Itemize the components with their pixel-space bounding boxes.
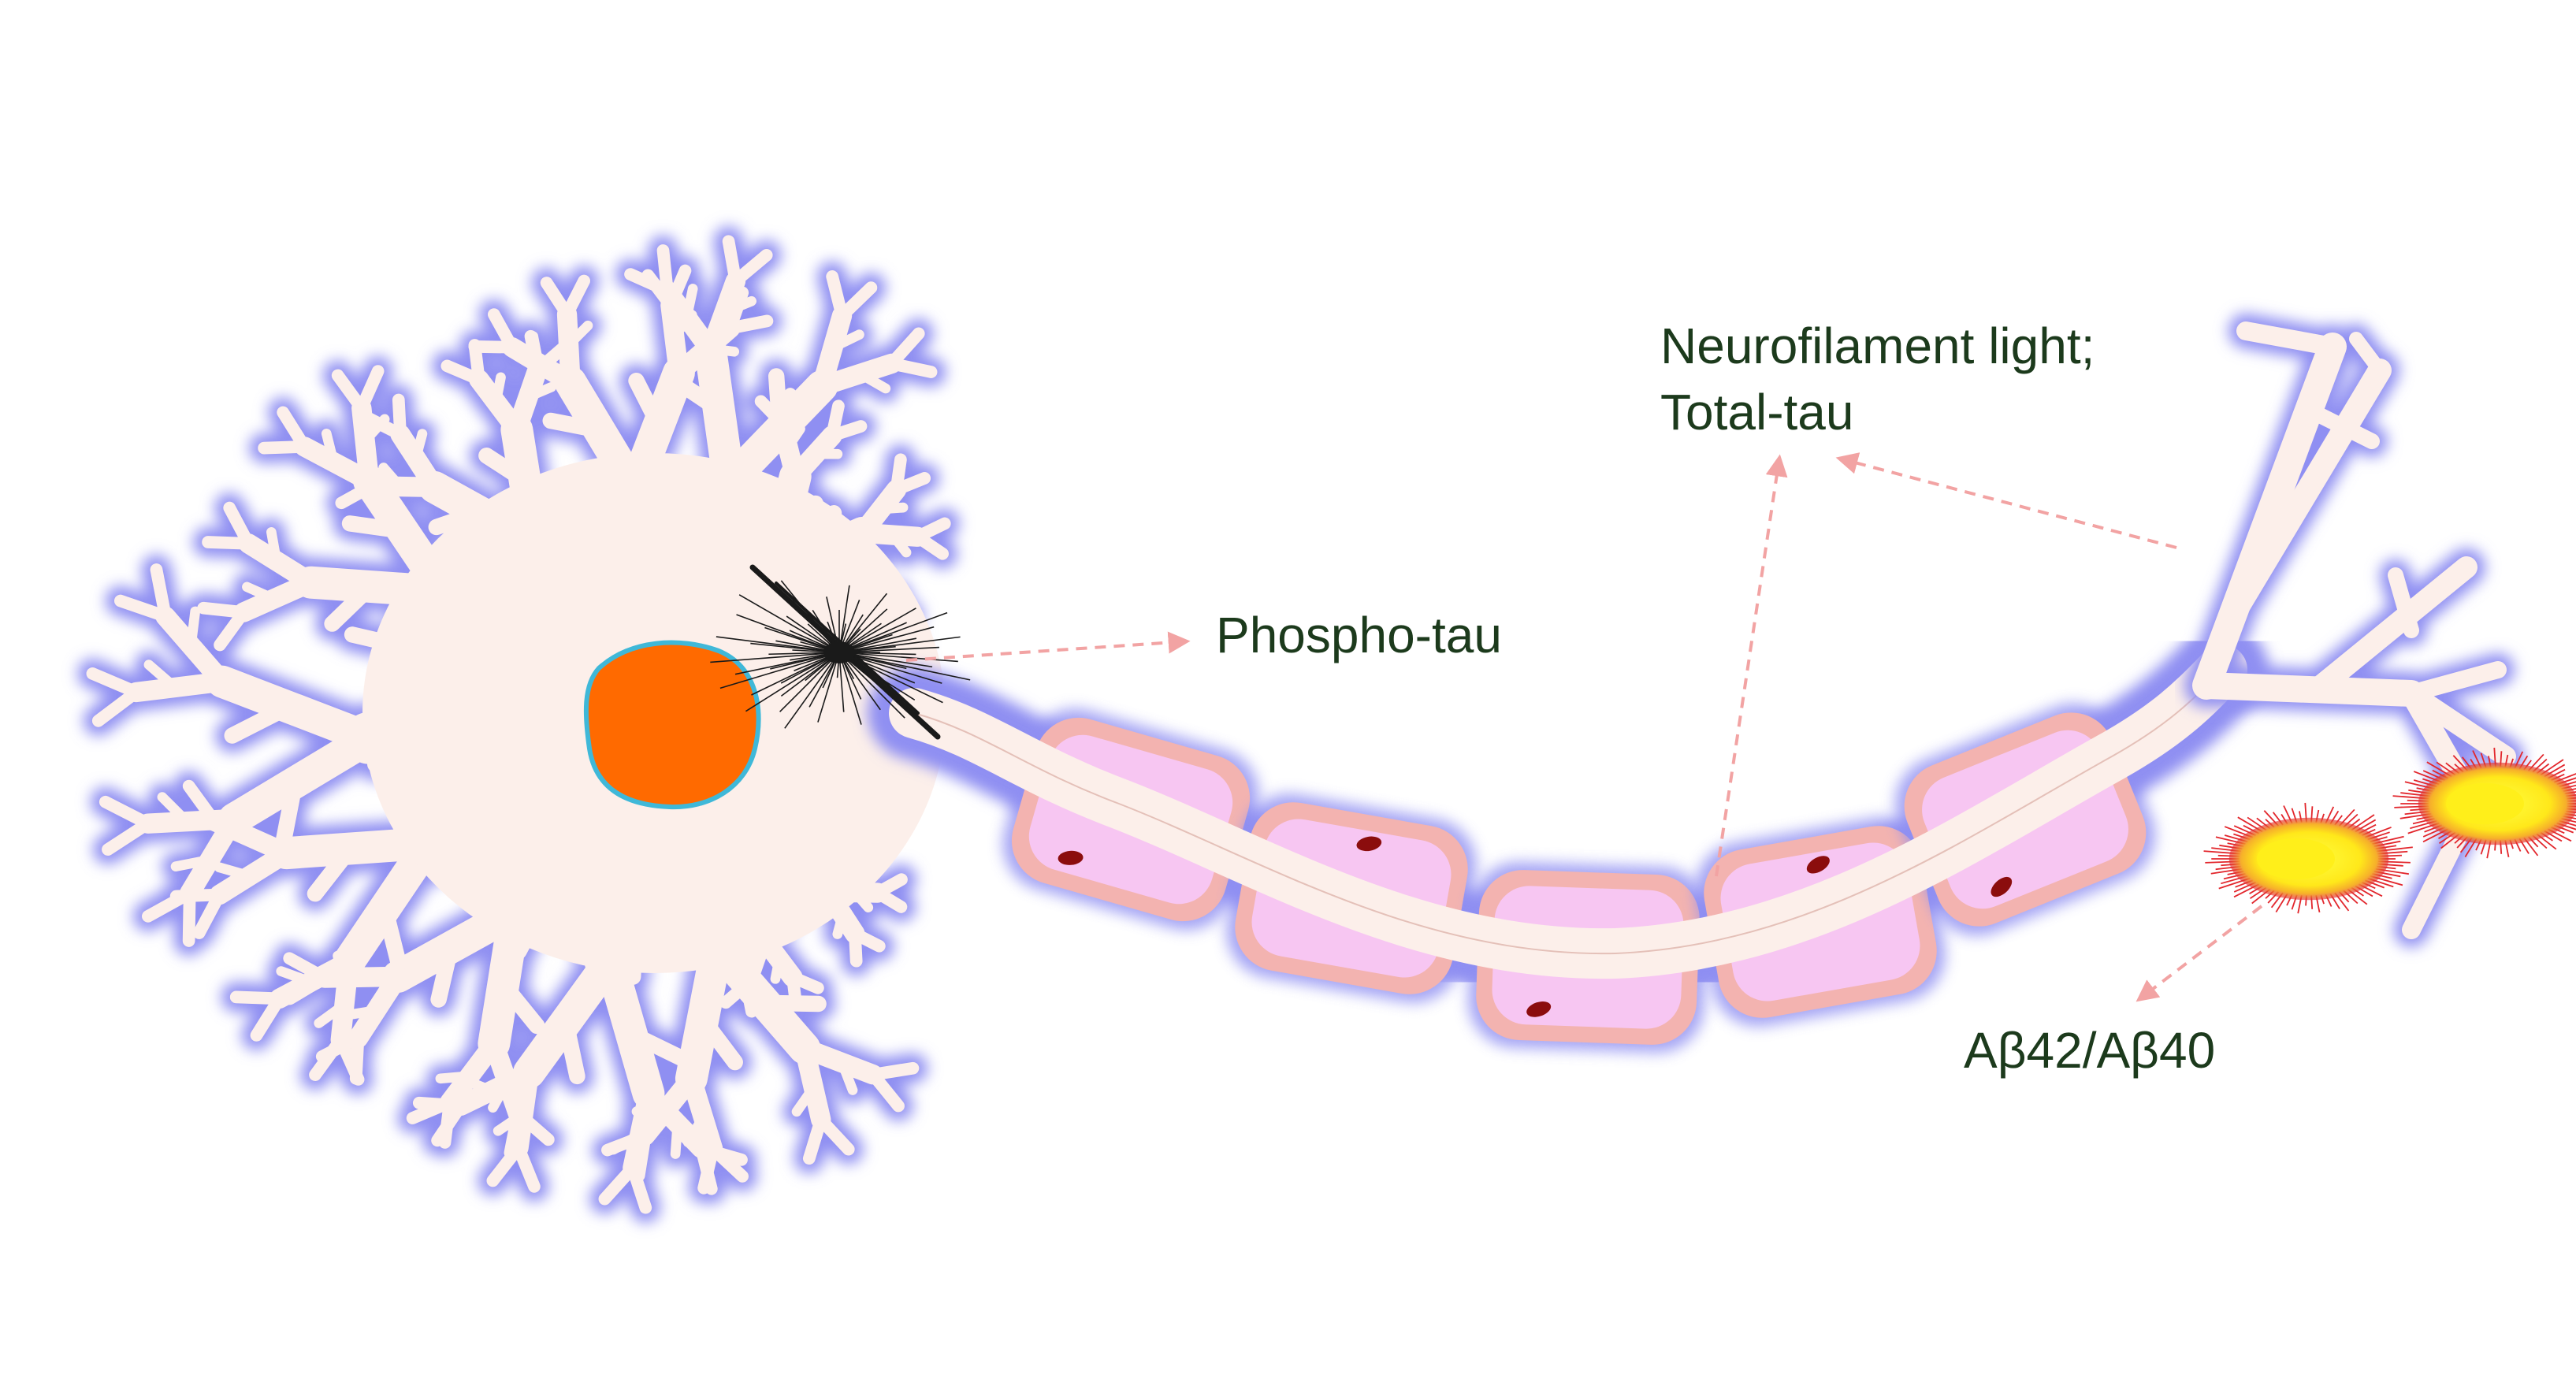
axon-group <box>868 623 2269 1053</box>
myelin-sheath <box>1002 703 2156 1053</box>
amyloid-plaque-icon <box>2392 747 2576 859</box>
schwann-nucleus <box>1526 1001 1552 1017</box>
total-tau-label: Total-tau <box>1660 384 1853 440</box>
schwann-nucleus <box>1058 850 1084 865</box>
schwann-nucleus <box>1991 876 2013 897</box>
total-tau-arrow <box>1715 454 1788 877</box>
neurofilament-arrow <box>1835 452 2177 549</box>
pointer-arrows <box>905 452 2263 1002</box>
neurofilament-light-label: Neurofilament light; <box>1660 318 2095 374</box>
cell-body-group <box>77 226 960 1223</box>
axon-edge <box>913 669 2223 955</box>
abeta-ratio-label: Aβ42/Aβ40 <box>1964 1022 2215 1079</box>
abeta-arrow <box>2136 905 2263 1002</box>
phospho-tau-label: Phospho-tau <box>1216 607 1502 663</box>
amyloid-plaque-group <box>2203 747 2576 914</box>
neurofibrillary-tangle-icon <box>710 564 971 740</box>
nucleus <box>583 640 761 810</box>
schwann-nucleus <box>1356 836 1382 852</box>
schwann-nucleus <box>1806 856 1830 874</box>
phospho-tau-arrow <box>905 631 1191 662</box>
amyloid-plaque-icon <box>2203 802 2413 914</box>
